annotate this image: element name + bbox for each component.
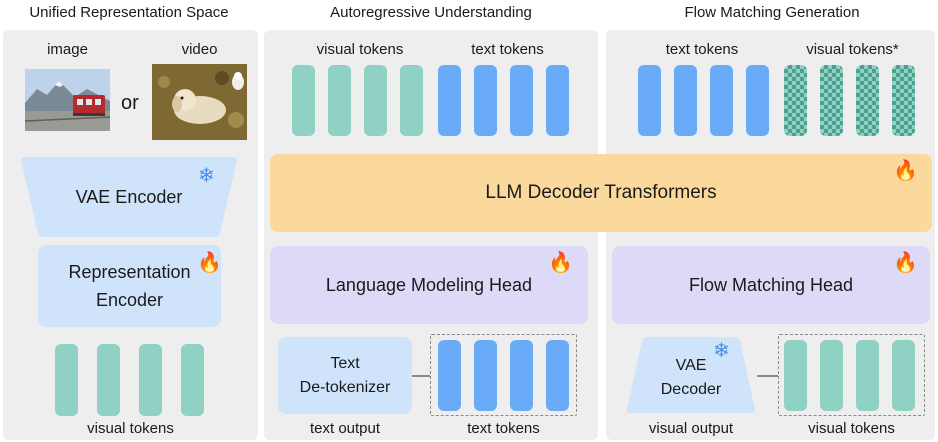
text-token — [746, 65, 769, 136]
middle-visual-tokens-label: visual tokens — [316, 41, 404, 58]
fire-icon: 🔥 — [548, 252, 573, 274]
video-label: video — [181, 41, 218, 58]
visual-token — [181, 344, 204, 416]
output-token-group — [430, 334, 577, 416]
text-token — [674, 65, 697, 136]
llm-decoder-bar: LLM Decoder Transformers — [270, 154, 932, 232]
vae-decoder-label-line2: Decoder — [660, 381, 722, 398]
noisy-visual-token — [892, 65, 915, 136]
vae-decoder-label-line1: VAE — [675, 357, 707, 374]
text-detokenizer-label-line1: Text — [330, 354, 360, 372]
representation-encoder-label-line1: Representation — [68, 262, 191, 282]
language-modeling-head-label: Language Modeling Head — [325, 274, 533, 295]
vae-decoder-shape — [626, 337, 756, 413]
left-visual-tokens-label: visual tokens — [87, 420, 174, 437]
fire-icon: 🔥 — [197, 252, 222, 274]
snowflake-icon: ❄ — [198, 165, 215, 187]
visual-token — [400, 65, 423, 136]
text-token — [474, 340, 497, 411]
right-panel-title: Flow Matching Generation — [684, 4, 860, 21]
text-token — [638, 65, 661, 136]
noisy-visual-token — [856, 65, 879, 136]
visual-token — [328, 65, 351, 136]
text-token — [510, 65, 533, 136]
right-visual-tokens-label: visual tokens* — [806, 41, 899, 58]
visual-token — [892, 340, 915, 411]
fire-icon: 🔥 — [893, 252, 918, 274]
text-token — [546, 340, 569, 411]
text-detokenizer-label-line2: De-tokenizer — [299, 378, 391, 396]
vae-encoder-shape — [20, 157, 238, 237]
fire-icon: 🔥 — [893, 160, 918, 182]
image-label: image — [47, 41, 88, 58]
input-image-thumbnail — [25, 69, 110, 131]
text-detokenizer-box: Text De-tokenizer — [278, 337, 412, 414]
text-token — [438, 65, 461, 136]
text-token — [710, 65, 733, 136]
visual-output-label: visual output — [648, 420, 734, 437]
visual-token — [820, 340, 843, 411]
vae-encoder-label: VAE Encoder — [75, 187, 183, 207]
middle-panel-title: Autoregressive Understanding — [330, 4, 532, 21]
vae-decoder-label: VAE Decoder — [625, 354, 757, 402]
representation-encoder-box: Representation Encoder — [38, 245, 221, 327]
visual-token — [364, 65, 387, 136]
visual-token — [55, 344, 78, 416]
connector-line — [412, 375, 430, 377]
text-output-label: text output — [309, 420, 381, 437]
input-video-thumbnail — [152, 64, 247, 140]
text-token — [474, 65, 497, 136]
visual-token — [784, 340, 807, 411]
noisy-visual-token — [820, 65, 843, 136]
middle-output-tokens-label: text tokens — [467, 420, 540, 437]
flow-matching-head-box: Flow Matching Head — [612, 246, 930, 324]
visual-token — [292, 65, 315, 136]
middle-text-tokens-label: text tokens — [471, 41, 544, 58]
language-modeling-head-box: Language Modeling Head — [270, 246, 588, 324]
snowflake-icon: ❄ — [713, 340, 730, 362]
llm-decoder-label: LLM Decoder Transformers — [485, 182, 717, 203]
connector-line — [757, 375, 778, 377]
output-token-group — [778, 334, 925, 416]
visual-token — [856, 340, 879, 411]
representation-encoder-label-line2: Encoder — [95, 290, 164, 310]
right-text-tokens-label: text tokens — [665, 41, 739, 58]
text-token — [546, 65, 569, 136]
flow-matching-head-label: Flow Matching Head — [688, 274, 854, 295]
text-token — [510, 340, 533, 411]
text-token — [438, 340, 461, 411]
noisy-visual-token — [784, 65, 807, 136]
visual-token — [97, 344, 120, 416]
right-output-tokens-label: visual tokens — [808, 420, 895, 437]
or-label: or — [121, 92, 139, 114]
visual-token — [139, 344, 162, 416]
left-panel-title: Unified Representation Space — [29, 4, 229, 21]
